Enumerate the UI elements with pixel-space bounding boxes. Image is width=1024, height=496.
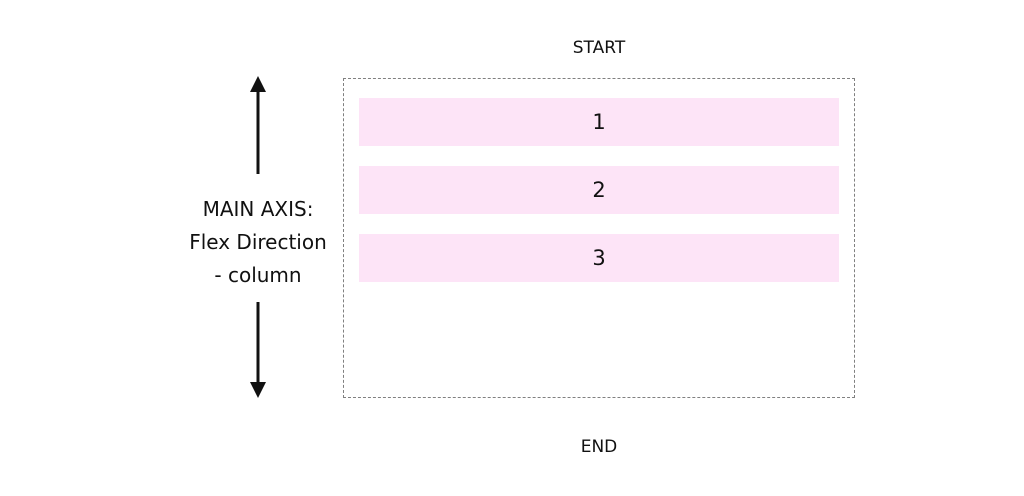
main-axis-arrow: [250, 76, 266, 398]
axis-label-line-3: - column: [214, 263, 302, 287]
arrow-down-icon: [250, 382, 266, 398]
flex-container: 1 2 3: [343, 78, 855, 398]
flex-item-1: 1: [359, 98, 839, 146]
start-label: START: [572, 38, 626, 58]
axis-label-line-1: MAIN AXIS:: [202, 197, 314, 221]
axis-label-line-2: Flex Direction: [189, 230, 327, 254]
arrow-up-icon: [250, 76, 266, 92]
end-label: END: [580, 437, 618, 457]
flex-item-3: 3: [359, 234, 839, 282]
main-axis-label: MAIN AXIS: Flex Direction - column: [158, 193, 358, 292]
flex-item-2: 2: [359, 166, 839, 214]
